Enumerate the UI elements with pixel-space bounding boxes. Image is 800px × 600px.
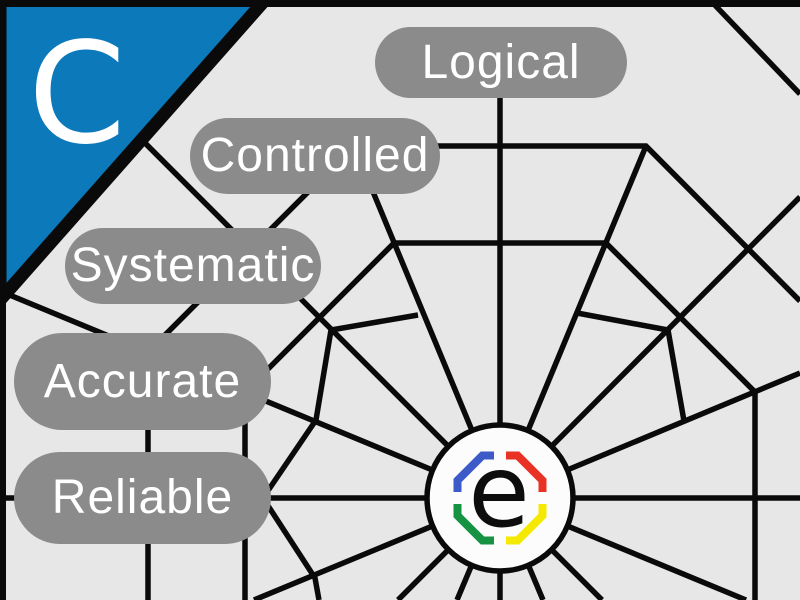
logo-octagon — [453, 451, 547, 545]
pill-text: Accurate — [43, 354, 242, 408]
label-pill-reliable: Reliable — [14, 452, 271, 544]
corner-triangle — [0, 0, 274, 310]
logo-segment-red — [506, 451, 547, 492]
logo-segment-blue — [453, 451, 494, 492]
logo-segment-yellow — [506, 504, 547, 545]
left-border — [0, 0, 6, 600]
pill-text: Reliable — [51, 471, 234, 524]
logo-segment-green — [453, 504, 494, 545]
label-pill-accurate: Accurate — [14, 333, 271, 430]
pill-text: Systematic — [70, 239, 316, 292]
label-pill-systematic: Systematic — [65, 228, 321, 304]
web-middle-ring — [242, 240, 758, 600]
corner-badge: C — [0, 0, 274, 310]
label-pill-logical: Logical — [375, 27, 627, 98]
badge-letter-c: C — [28, 13, 126, 176]
logo-letter-e: e — [468, 433, 530, 550]
pill-text: Logical — [421, 35, 581, 89]
web-corner-ring-fragment — [708, 0, 800, 96]
label-pill-controlled: Controlled — [190, 118, 440, 194]
pill-text: Controlled — [200, 129, 430, 182]
web-inner-ring — [259, 310, 687, 600]
hub-circle — [424, 422, 576, 574]
top-border — [0, 0, 800, 7]
